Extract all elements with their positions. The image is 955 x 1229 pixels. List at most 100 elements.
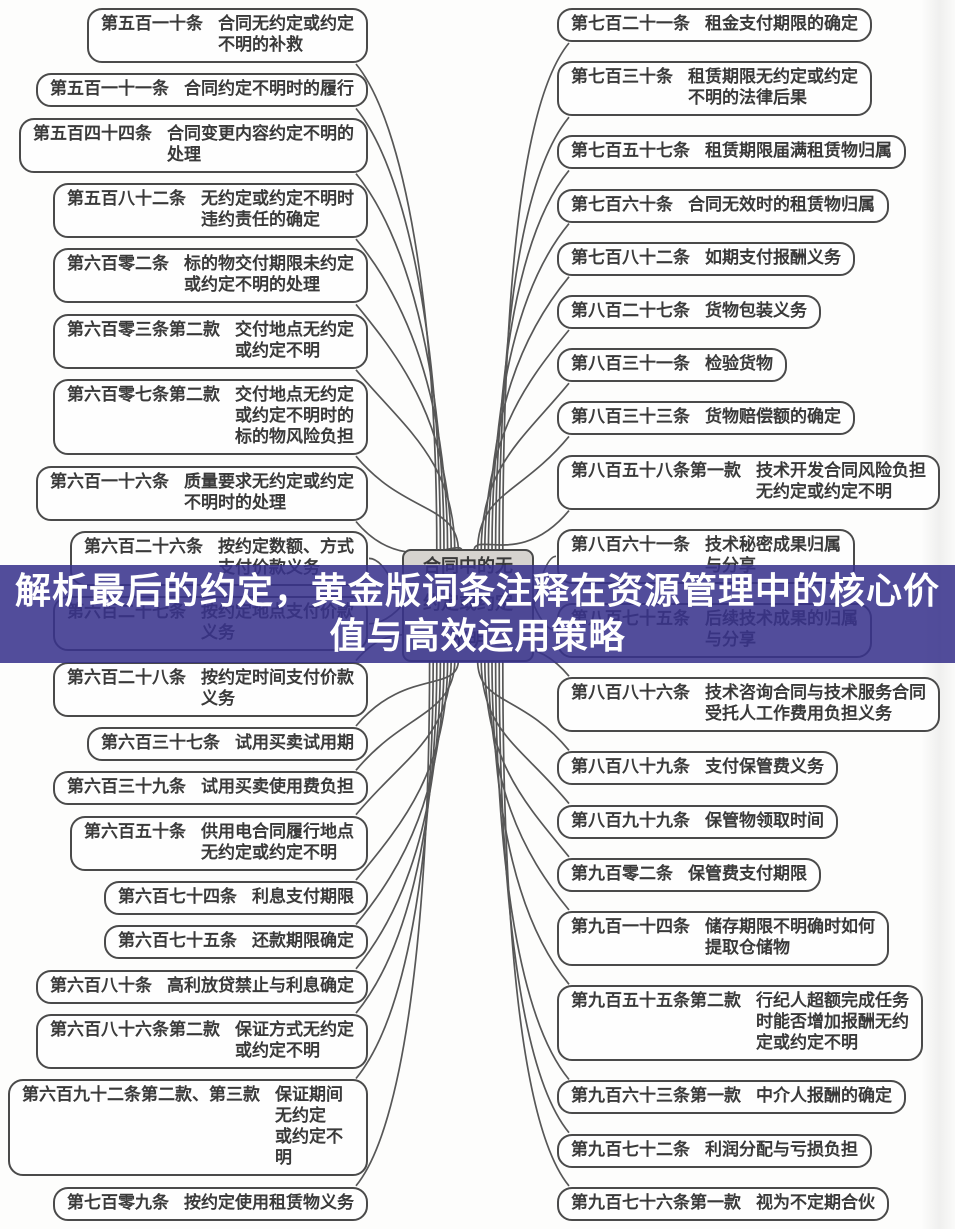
- connector-line: [501, 42, 570, 552]
- article-box: 第六百八十六条第二款保证方式无约定 或约定不明: [36, 1014, 368, 1070]
- connector-line: [483, 659, 570, 858]
- connector-line: [476, 435, 570, 552]
- article-box: 第八百三十一条检验货物: [557, 348, 787, 383]
- connector-line: [491, 223, 570, 552]
- article-number: 第六百七十四条: [118, 887, 237, 908]
- article-desc: 合同约定不明时的履行: [184, 79, 354, 100]
- article-desc: 技术咨询合同与技术服务合同 受托人工作费用负担义务: [705, 683, 926, 725]
- article-desc: 行纪人超额完成任务 时能否增加报酬无约 定或约定不明: [756, 991, 909, 1054]
- article-desc: 租金支付期限的确定: [705, 14, 858, 34]
- article-box: 第六百三十九条试用买卖使用费负担: [53, 771, 368, 806]
- article-number: 第七百八十二条: [571, 247, 690, 268]
- article-box: 第五百四十四条合同变更内容约定不明的 处理: [19, 117, 368, 173]
- headline-line-2: 值与高效运用策略: [329, 616, 626, 657]
- article-box: 第八百五十八条第一款技术开发合同风险负担 无约定或约定不明: [557, 454, 940, 510]
- article-box: 第九百七十二条利润分配与亏损负担: [557, 1133, 872, 1168]
- headline-line-1: 解析最后的约定，黄金版词条注释在资源管理中的核心价: [14, 571, 940, 612]
- article-number: 第七百二十一条: [571, 14, 690, 34]
- article-box: 第八百八十九条支付保管费义务: [557, 751, 838, 786]
- article-desc: 储存期限不明确时如何 提取仓储物: [705, 917, 875, 959]
- connector-line: [355, 369, 456, 552]
- article-desc: 利息支付期限: [252, 887, 354, 908]
- article-box: 第六百零二条标的物交付期限未约定 或约定不明的处理: [53, 248, 368, 304]
- article-desc: 保证期间 无约定 或约定不明: [275, 1085, 343, 1169]
- connector-line: [487, 276, 570, 552]
- article-desc: 合同无约定或约定 不明的补救: [218, 14, 354, 55]
- article-box: 第六百二十八条按约定时间支付价款 义务: [53, 661, 368, 717]
- article-number: 第七百五十七条: [571, 141, 690, 162]
- connector-line: [483, 329, 570, 552]
- article-box: 第九百五十五条第二款行纪人超额完成任务 时能否增加报酬无约 定或约定不明: [557, 985, 923, 1062]
- article-number: 第八百五十八条第一款: [571, 460, 741, 481]
- connector-line: [501, 659, 570, 1187]
- article-box: 第九百一十四条储存期限不明确时如何 提取仓储物: [557, 911, 889, 967]
- article-box: 第六百五十条供用电合同履行地点 无约定或约定不明: [70, 815, 368, 871]
- article-box: 第六百七十四条利息支付期限: [104, 881, 368, 916]
- connector-line: [355, 659, 453, 816]
- connector-line: [476, 659, 570, 751]
- connector-line: [355, 455, 460, 552]
- article-box: 第七百三十条租赁期限无约定或约定 不明的法律后果: [557, 61, 872, 117]
- article-desc: 高利放贷禁止与利息确定: [167, 975, 354, 996]
- article-number: 第九百一十四条: [571, 917, 690, 938]
- article-number: 第九百七十二条: [571, 1139, 690, 1160]
- article-number: 第六百二十六条: [84, 536, 203, 557]
- article-box: 第六百三十七条试用买卖试用期: [87, 726, 368, 761]
- article-number: 第六百九十二条第二款、第三款: [22, 1085, 260, 1106]
- connector-line: [355, 63, 438, 552]
- article-box: 第九百六十三条第一款中介人报酬的确定: [557, 1080, 906, 1115]
- article-number: 第七百六十条: [571, 194, 673, 215]
- connector-line: [355, 659, 435, 1080]
- article-box: 第九百七十六条第一款视为不定期合伙: [557, 1186, 889, 1221]
- article-number: 第六百八十六条第二款: [50, 1020, 220, 1041]
- connector-line: [355, 659, 449, 881]
- connector-line: [355, 173, 445, 552]
- article-box: 第六百八十条高利放贷禁止与利息确定: [36, 969, 368, 1004]
- article-number: 第八百三十一条: [571, 354, 690, 375]
- connector-line: [498, 659, 570, 1134]
- connector-line: [355, 107, 442, 552]
- connector-line: [494, 169, 570, 552]
- article-desc: 检验货物: [705, 354, 773, 375]
- article-number: 第九百六十三条第一款: [571, 1086, 741, 1107]
- article-desc: 保管物领取时间: [705, 810, 824, 831]
- article-desc: 合同无效时的租赁物归属: [688, 194, 875, 215]
- article-number: 第五百四十四条: [33, 123, 152, 144]
- article-number: 第八百三十三条: [571, 407, 690, 428]
- article-box: 第八百八十六条技术咨询合同与技术服务合同 受托人工作费用负担义务: [557, 677, 940, 733]
- article-desc: 货物包装义务: [705, 301, 807, 322]
- article-box: 第六百零三条第二款交付地点无约定 或约定不明: [53, 313, 368, 369]
- article-desc: 试用买卖试用期: [235, 732, 354, 753]
- article-number: 第九百七十六条第一款: [571, 1192, 741, 1213]
- article-desc: 合同变更内容约定不明的 处理: [167, 123, 354, 165]
- article-desc: 供用电合同履行地点 无约定或约定不明: [201, 821, 354, 863]
- connector-line: [487, 659, 570, 911]
- connector-line: [494, 659, 570, 1081]
- connector-line: [355, 659, 445, 925]
- article-number: 第八百九十九条: [571, 810, 690, 831]
- article-box: 第八百二十七条货物包装义务: [557, 295, 821, 330]
- connector-line: [355, 659, 442, 970]
- article-desc: 视为不定期合伙: [756, 1192, 875, 1213]
- article-number: 第六百零七条第二款: [67, 385, 220, 406]
- article-number: 第五百一十条: [101, 14, 203, 34]
- connector-line: [480, 659, 570, 805]
- article-desc: 标的物交付期限未约定 或约定不明的处理: [184, 254, 354, 296]
- article-desc: 交付地点无约定 或约定不明: [235, 319, 354, 361]
- article-desc: 试用买卖使用费负担: [201, 777, 354, 798]
- article-desc: 租赁期限无约定或约定 不明的法律后果: [688, 67, 858, 109]
- article-desc: 货物赔偿额的确定: [705, 407, 841, 428]
- article-box: 第八百九十九条保管物领取时间: [557, 804, 838, 839]
- article-box: 第六百七十五条还款期限确定: [104, 925, 368, 960]
- article-desc: 租赁期限届满租赁物归属: [705, 141, 892, 162]
- article-number: 第六百三十七条: [101, 732, 220, 753]
- article-number: 第六百七十五条: [118, 931, 237, 952]
- article-box: 第七百六十条合同无效时的租赁物归属: [557, 188, 889, 223]
- article-box: 第九百零二条保管费支付期限: [557, 857, 821, 892]
- connector-line: [473, 510, 570, 552]
- article-box: 第六百九十二条第二款、第三款保证期间 无约定 或约定不明: [8, 1079, 368, 1177]
- article-number: 第五百一十一条: [50, 79, 169, 100]
- article-number: 第六百八十条: [50, 975, 152, 996]
- article-number: 第六百三十九条: [67, 777, 186, 798]
- connector-line: [491, 659, 570, 985]
